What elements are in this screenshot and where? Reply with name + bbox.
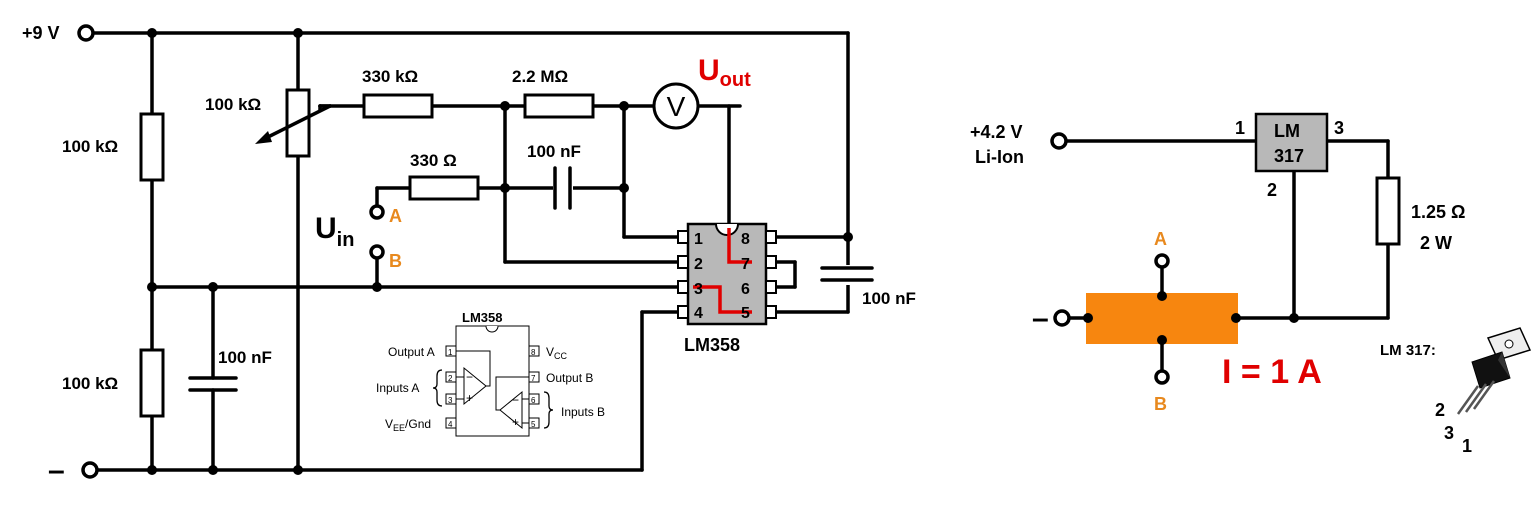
r-1r25 <box>1375 176 1401 246</box>
label-right-b: B <box>1154 394 1167 414</box>
pinout-pin-2: 2 <box>448 374 453 383</box>
label-c-supply: 100 nF <box>862 289 916 308</box>
pinout-pin-4: 4 <box>448 420 453 429</box>
pinout-title: LM358 <box>462 310 502 325</box>
label-current: I = 1 A <box>1222 353 1322 391</box>
to220-package-icon <box>1456 327 1532 415</box>
lm358-ic <box>677 222 777 326</box>
ic-pin-6: 6 <box>741 281 750 298</box>
lm317-regulator <box>1254 112 1329 173</box>
pinout-pin-6: 6 <box>531 396 536 405</box>
pinout-output-b: Output B <box>546 371 593 385</box>
pinout-pin-8: 8 <box>531 348 536 357</box>
ic-pin-2: 2 <box>694 256 703 273</box>
r-330 <box>408 175 480 201</box>
label-c-div: 100 nF <box>218 348 272 367</box>
label-plus9v: +9 V <box>22 23 60 43</box>
label-r-2m2: 2.2 MΩ <box>512 67 568 86</box>
pkg-pin-2: 2 <box>1435 400 1445 420</box>
cap-divider <box>188 376 238 392</box>
cap-supply <box>820 265 874 285</box>
label-term-b: B <box>389 251 402 271</box>
terminal-right-minus <box>1053 309 1071 327</box>
label-term-a: A <box>389 206 402 226</box>
svg-text:−: − <box>466 370 473 384</box>
right-wires <box>1064 139 1390 374</box>
terminal-4v2 <box>1050 132 1068 150</box>
terminal-minus <box>81 461 99 479</box>
ic-pin-8: 8 <box>741 231 750 248</box>
terminal-b <box>369 244 385 260</box>
label-r-div-bottom: 100 kΩ <box>62 374 118 393</box>
label-li-ion: Li-Ion <box>975 147 1024 167</box>
voltmeter <box>652 82 700 130</box>
svg-text:−: − <box>512 393 519 407</box>
pinout-diagram: − + − + <box>432 325 554 437</box>
svg-text:+: + <box>512 415 519 429</box>
ic-pin-1: 1 <box>694 231 703 248</box>
terminal-plus9v <box>77 24 95 42</box>
pinout-vcc: VCC <box>546 345 568 361</box>
label-pot: 100 kΩ <box>205 95 261 114</box>
pkg-pin-3: 3 <box>1444 423 1454 443</box>
pinout-pin-5: 5 <box>531 420 536 429</box>
ic-pin-7: 7 <box>741 256 750 273</box>
r-2m2 <box>523 93 595 119</box>
pinout-inputs-a: Inputs A <box>376 381 419 395</box>
terminal-right-b <box>1154 369 1170 385</box>
pot-wiper-arrow <box>255 104 332 144</box>
r-div-top <box>139 112 165 182</box>
label-4v2: +4.2 V <box>970 122 1023 142</box>
pinout-inputs-b: Inputs B <box>561 405 605 419</box>
cap-feedback <box>553 166 573 210</box>
label-r-div-top: 100 kΩ <box>62 137 118 156</box>
label-r-330k: 330 kΩ <box>362 67 418 86</box>
lm317-line2: 317 <box>1274 146 1304 166</box>
label-r-330: 330 Ω <box>410 151 457 170</box>
label-minus: – <box>48 454 65 487</box>
pinout-pin-3: 3 <box>448 396 453 405</box>
label-2w: 2 W <box>1420 233 1452 253</box>
label-right-minus: – <box>1032 302 1049 335</box>
left-nodes <box>147 28 853 475</box>
lm317-pin1: 1 <box>1235 118 1245 138</box>
label-uout: Uout <box>698 54 751 91</box>
voltmeter-symbol: V <box>667 91 686 122</box>
lm317-pin3: 3 <box>1334 118 1344 138</box>
ic-pin-4: 4 <box>694 305 703 322</box>
terminal-right-a <box>1154 253 1170 269</box>
lm317-line1: LM <box>1274 121 1300 141</box>
pinout-pin-7: 7 <box>531 374 536 383</box>
r-330k <box>362 93 434 119</box>
label-uin: Uin <box>315 212 354 251</box>
label-package: LM 317: <box>1380 342 1436 359</box>
pinout-pin-1: 1 <box>448 348 453 357</box>
r-div-bottom <box>139 348 165 418</box>
terminal-a <box>369 204 385 220</box>
pkg-pin-1: 1 <box>1462 436 1472 456</box>
lm317-pin2: 2 <box>1267 180 1277 200</box>
ic-label: LM358 <box>684 335 740 355</box>
svg-text:+: + <box>466 391 473 405</box>
ic-pin-3: 3 <box>694 281 703 298</box>
pinout-vee: VEE/Gnd <box>385 417 431 433</box>
right-nodes <box>1083 291 1299 345</box>
label-c-feedback: 100 nF <box>527 142 581 161</box>
label-r-1r25: 1.25 Ω <box>1411 202 1465 222</box>
label-right-a: A <box>1154 229 1167 249</box>
ic-pin-5: 5 <box>741 305 750 322</box>
pinout-output-a: Output A <box>388 345 435 359</box>
